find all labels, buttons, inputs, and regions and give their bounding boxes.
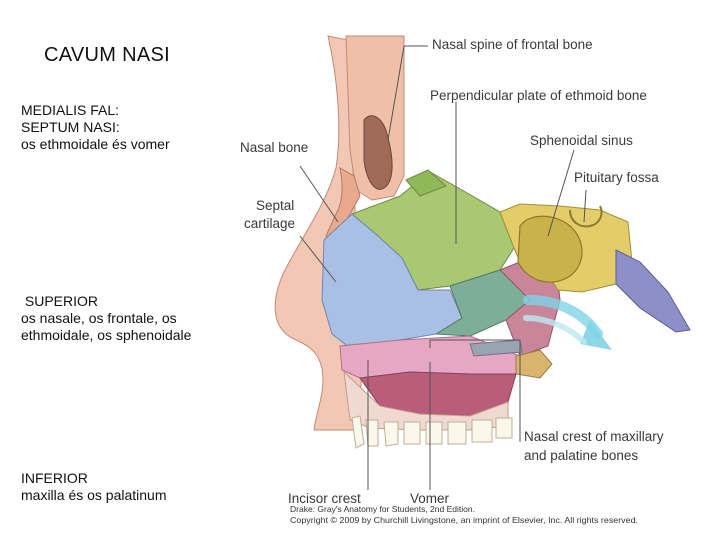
occipital-clivus [615,249,691,333]
label-nasal-spine: Nasal spine of frontal bone [432,37,593,52]
crista-galli [405,169,447,197]
septum-bones: os ethmoidale és vomer [21,136,170,152]
slide-title: CAVUM NASI [44,44,170,66]
medial-wall-text: MEDIALIS FAL: SEPTUM NASI: os ethmoidale… [21,102,170,153]
pituitary-fossa-shape [569,205,603,228]
superior-wall-text: SUPERIOR os nasale, os frontale, os ethm… [21,293,191,344]
superior-bones-1: os nasale, os frontale, os [21,310,177,326]
label-septal-cartilage-2: cartilage [244,216,295,231]
medial-heading: MEDIALIS FAL: [21,102,120,118]
inferior-heading: INFERIOR [21,470,88,486]
sphenoidal-sinus [517,215,583,283]
nasal-bone [325,167,361,241]
nasal-crest [469,339,523,357]
airflow-arrow-icon [523,295,612,350]
inferior-bones: maxilla és os palatinum [21,487,167,503]
label-nasal-bone: Nasal bone [240,140,308,155]
leader-lines [299,45,587,490]
label-nasal-crest-2: and palatine bones [524,448,638,463]
nasal-septum-diagram: Nasal spine of frontal bone Perpendicula… [240,35,691,525]
label-septal-cartilage-1: Septal [256,198,294,213]
frontal-sinus [363,115,393,190]
label-incisor-crest: Incisor crest [288,491,361,506]
superior-heading: SUPERIOR [21,293,99,309]
credit-line-2: Copyright © 2009 by Churchill Livingston… [290,515,638,525]
label-nasal-crest-1: Nasal crest of maxillary [524,429,664,444]
septum-heading: SEPTUM NASI: [21,119,120,135]
label-perpendicular-plate: Perpendicular plate of ethmoid bone [430,88,647,103]
inferior-wall-text: INFERIOR maxilla és os palatinum [21,470,167,504]
credit-line-1: Drake: Gray's Anatomy for Students, 2nd … [290,504,475,514]
label-sphenoidal-sinus: Sphenoidal sinus [530,133,633,148]
superior-bones-2: ethmoidale, os sphenoidale [21,327,192,343]
label-pituitary-fossa: Pituitary fossa [574,170,659,185]
label-vomer: Vomer [410,491,450,506]
soft-palate [515,349,553,379]
